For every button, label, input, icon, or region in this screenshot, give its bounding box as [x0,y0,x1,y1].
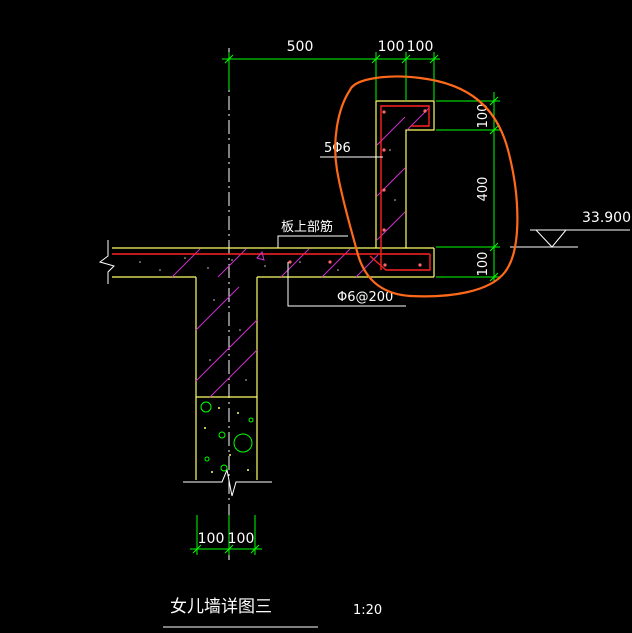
rebar [112,105,431,271]
leader-slab-top-bar [277,235,348,248]
dim-100-bottom-left: 100 [198,531,225,547]
label-5phi6: 5Φ6 [324,141,351,156]
concrete-outline [112,100,435,480]
dim-100-bottom-right: 100 [228,531,255,547]
masonry-dots [204,407,249,473]
hatch-pattern [171,107,430,398]
concrete-texture [139,149,396,381]
right-dimension-lines [436,92,500,282]
dim-400-right: 400 [476,177,491,202]
label-stirrup: Φ6@200 [337,290,393,305]
bottom-dimension-lines [190,515,262,555]
leader-stirrup [287,262,406,307]
drawing-title: 女儿墙详图三 [170,597,272,617]
elevation-value: 33.900 [582,210,631,226]
label-slab-top-bar: 板上部筋 [281,219,333,235]
dim-100-top-right: 100 [407,39,434,55]
dim-100-right-top: 100 [476,104,491,129]
elevation-triangle [535,229,567,248]
slab-bar-arrow-mark [256,250,265,261]
drawing-scale: 1:20 [353,603,382,618]
dim-500: 500 [287,39,314,55]
rebar-dots [288,109,427,267]
wall-break-line [183,468,272,497]
masonry-texture [200,401,254,472]
slab-break-line [98,240,115,284]
dim-100-top-left: 100 [378,39,405,55]
highlight-circle [334,75,519,298]
dim-100-right-bottom: 100 [476,252,491,277]
